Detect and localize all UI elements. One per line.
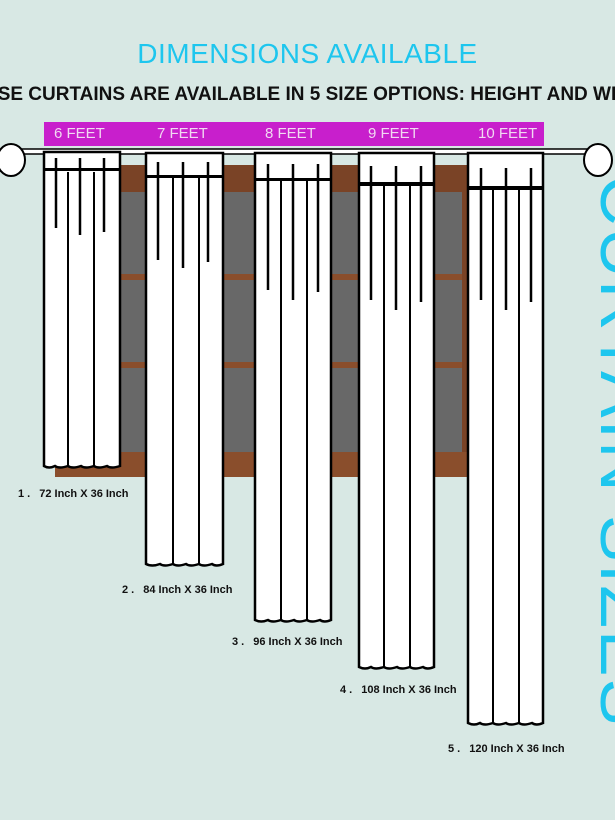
size-caption-3: 3 . 96 Inch X 36 Inch [232, 636, 343, 648]
size-text: 120 Inch X 36 Inch [469, 743, 565, 755]
feet-label-7: 7 FEET [157, 125, 208, 142]
size-caption-5: 5 . 120 Inch X 36 Inch [448, 743, 565, 755]
curtain-6ft [42, 150, 122, 469]
size-number: 4 . [340, 684, 353, 696]
curtain-8ft [253, 151, 333, 623]
feet-label-10: 10 FEET [478, 125, 538, 142]
feet-label-6: 6 FEET [54, 125, 105, 142]
curtain-10ft [466, 151, 545, 726]
subtitle-container: THESE CURTAINS ARE AVAILABLE IN 5 SIZE O… [0, 82, 615, 110]
size-text: 84 Inch X 36 Inch [143, 584, 233, 596]
feet-label-9: 9 FEET [368, 125, 419, 142]
size-text: 108 Inch X 36 Inch [361, 684, 457, 696]
size-caption-2: 2 . 84 Inch X 36 Inch [122, 584, 233, 596]
curtain-9ft [357, 151, 436, 670]
size-caption-4: 4 . 108 Inch X 36 Inch [340, 684, 457, 696]
size-text: 96 Inch X 36 Inch [253, 636, 343, 648]
size-number: 1 . [18, 488, 31, 500]
size-number: 5 . [448, 743, 461, 755]
rod-finial-left [0, 143, 26, 177]
feet-band [44, 122, 544, 146]
size-number: 2 . [122, 584, 135, 596]
size-caption-1: 1 . 72 Inch X 36 Inch [18, 488, 129, 500]
size-text: 72 Inch X 36 Inch [39, 488, 129, 500]
page-subtitle: THESE CURTAINS ARE AVAILABLE IN 5 SIZE O… [0, 84, 615, 105]
page-title: DIMENSIONS AVAILABLE [137, 38, 478, 69]
size-number: 3 . [232, 636, 245, 648]
rod-finial-right [583, 143, 613, 177]
curtain-7ft [144, 151, 225, 567]
side-title: CURTAIN SIZES [586, 175, 615, 728]
feet-label-8: 8 FEET [265, 125, 316, 142]
